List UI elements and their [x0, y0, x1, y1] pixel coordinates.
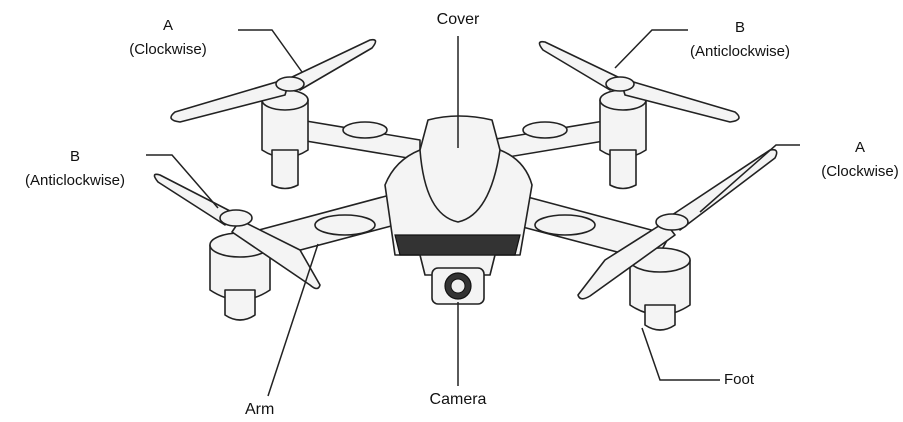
rear-arms: [299, 119, 611, 161]
camera: [431, 267, 485, 305]
label-prop-right: A (Clockwise): [810, 136, 903, 184]
prop-letter: A: [162, 17, 173, 34]
front-left-motor: [209, 232, 271, 321]
label-foot: Foot: [724, 371, 755, 388]
rear-left-motor: [261, 89, 309, 190]
leader-lines: [146, 29, 800, 397]
label-arm: Arm: [245, 401, 275, 418]
prop-direction: (Anticlockwise): [689, 43, 791, 60]
prop-direction: (Anticlockwise): [24, 172, 126, 189]
label-cover: Cover: [436, 11, 480, 28]
label-prop-top-right: B (Anticlockwise): [680, 16, 800, 64]
prop-letter: B: [734, 19, 745, 36]
prop-direction: (Clockwise): [129, 41, 207, 58]
prop-direction: (Clockwise): [821, 163, 899, 180]
label-camera: Camera: [429, 391, 487, 408]
propeller-left: [153, 173, 321, 290]
propeller-top-right: [538, 40, 740, 123]
prop-letter: B: [69, 148, 80, 165]
label-prop-left: B (Anticlockwise): [15, 145, 135, 193]
prop-letter: A: [854, 139, 865, 156]
front-right-motor: [629, 247, 691, 331]
label-prop-top-left: A (Clockwise): [118, 14, 218, 62]
propeller-top-left: [170, 38, 377, 123]
rear-right-motor: [599, 89, 647, 190]
